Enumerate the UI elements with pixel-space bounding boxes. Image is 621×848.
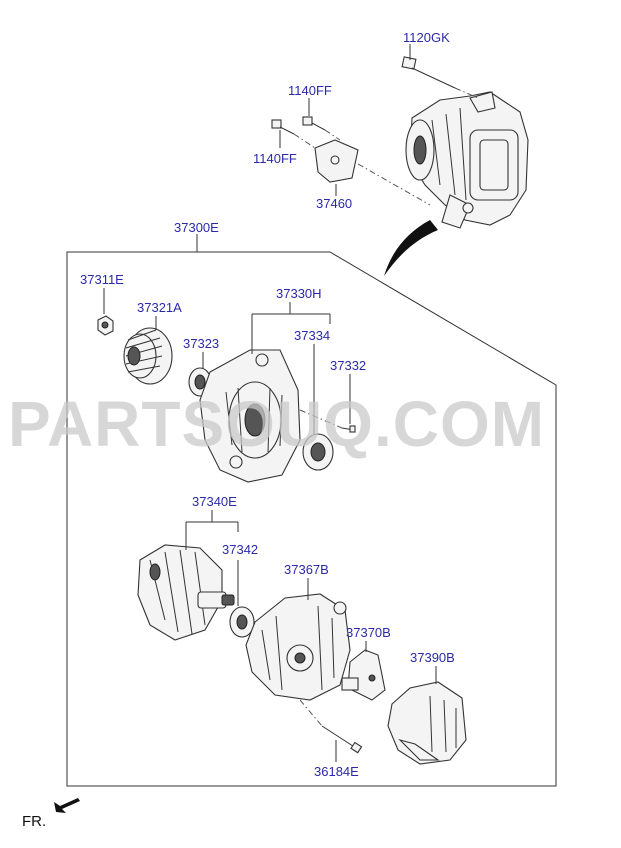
bolt-1140ff-left (271, 119, 295, 135)
fr-arrow-icon (54, 798, 80, 813)
label-37321a[interactable]: 37321A (137, 300, 182, 315)
bolt-1120gk (401, 56, 456, 89)
bolt-1140ff-right (302, 116, 326, 131)
watermark: PARTSOUQ.COM (8, 388, 545, 460)
label-1120gk[interactable]: 1120GK (403, 30, 450, 45)
label-37311e[interactable]: 37311E (80, 272, 124, 287)
label-37460[interactable]: 37460 (316, 196, 352, 211)
screw-37332 (341, 425, 356, 433)
kit-box-outline (66, 251, 557, 787)
front-orientation-marker: FR. (22, 798, 80, 830)
pointer-arrow (384, 220, 438, 276)
alternator-assembly (405, 91, 529, 229)
bracket-37460 (314, 139, 359, 183)
rear-cover-37390b (387, 681, 467, 765)
label-37330h[interactable]: 37330H (276, 286, 322, 301)
pulley-37321a (123, 327, 173, 385)
bolt-36184e (321, 725, 363, 754)
regulator-37370b (341, 649, 386, 701)
label-1140ff-a[interactable]: 1140FF (288, 83, 332, 98)
label-37367b[interactable]: 37367B (284, 562, 329, 577)
label-37334[interactable]: 37334 (294, 328, 330, 343)
label-37342[interactable]: 37342 (222, 542, 258, 557)
front-housing-37330h (199, 349, 301, 483)
label-1140ff-b[interactable]: 1140FF (253, 151, 297, 166)
label-36184e[interactable]: 36184E (314, 764, 359, 779)
label-37370b[interactable]: 37370B (346, 625, 391, 640)
bearing-37342 (229, 606, 255, 638)
label-37340e[interactable]: 37340E (192, 494, 237, 509)
rotor-37340e (137, 544, 235, 641)
rear-housing-37367b (245, 593, 351, 701)
bearing-37334 (302, 433, 334, 471)
fr-label: FR. (22, 813, 46, 830)
label-37390b[interactable]: 37390B (410, 650, 455, 665)
label-37332[interactable]: 37332 (330, 358, 366, 373)
label-37300e[interactable]: 37300E (174, 220, 219, 235)
label-37323[interactable]: 37323 (183, 336, 219, 351)
nut-37311e (97, 315, 114, 336)
